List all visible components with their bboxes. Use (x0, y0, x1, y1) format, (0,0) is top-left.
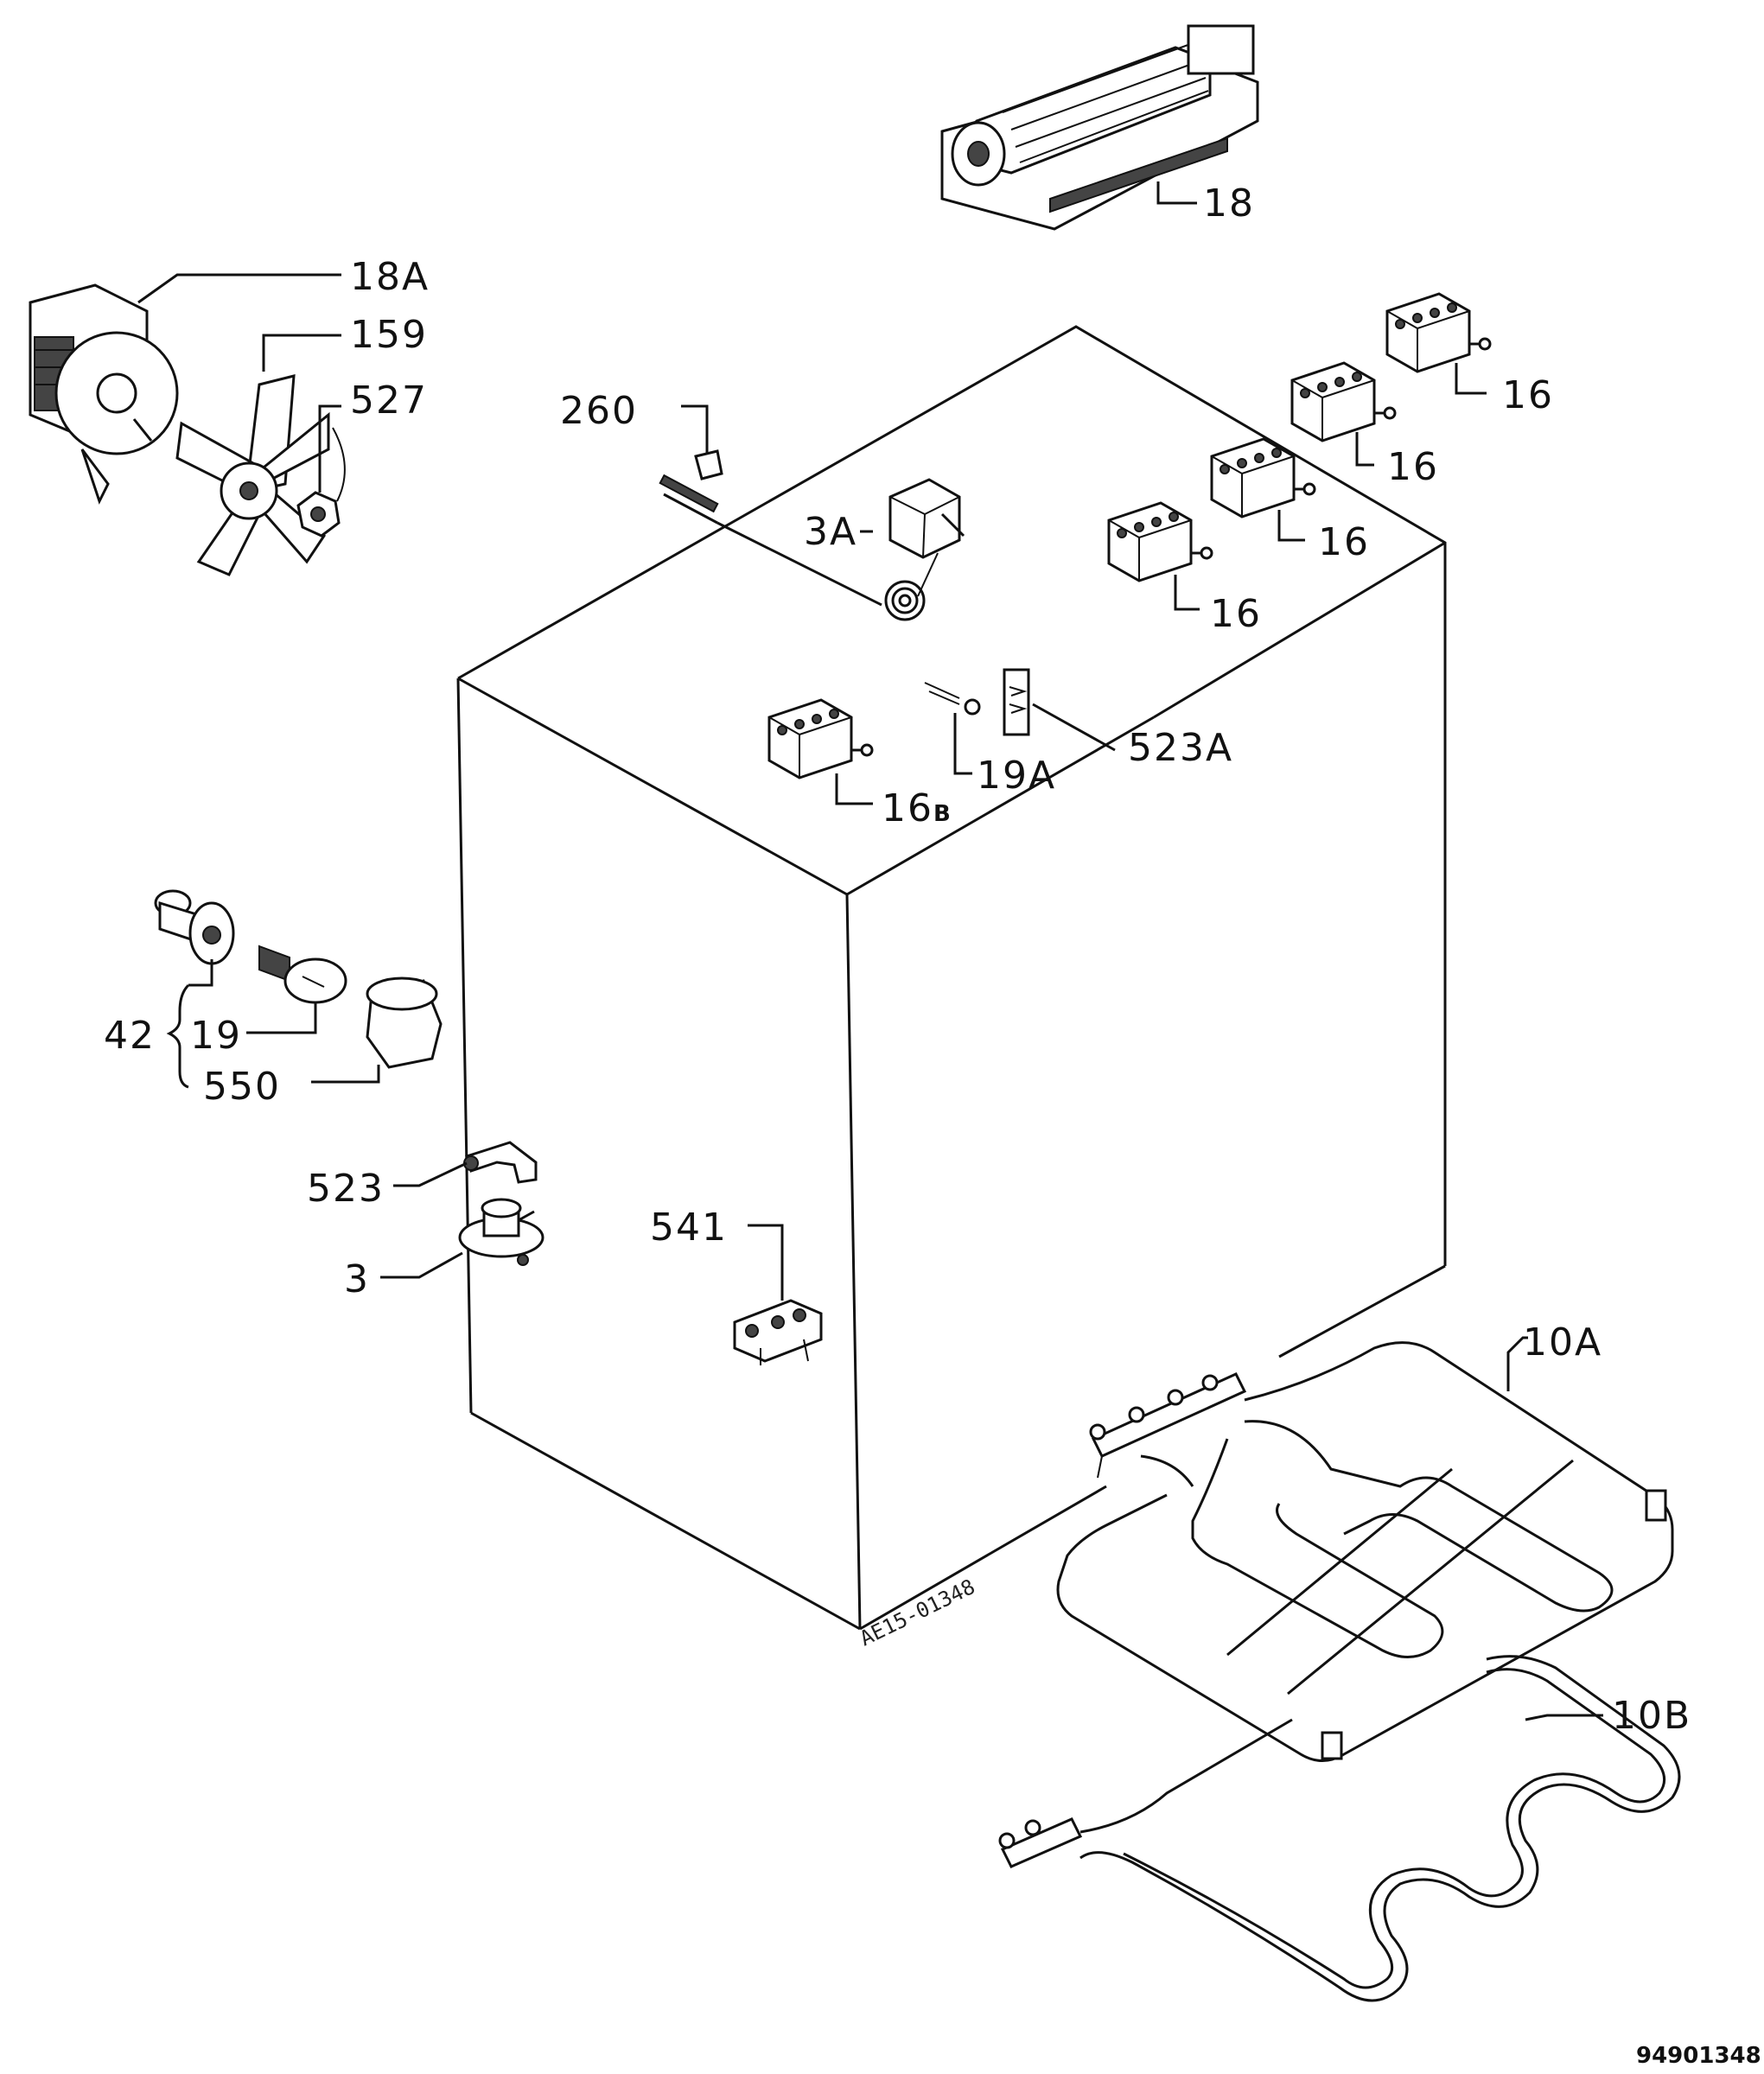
leader-527 (318, 404, 341, 493)
thermostat-part-3a (659, 474, 965, 621)
label-16-2: 16 (1387, 445, 1439, 489)
nut-part-527 (296, 427, 346, 538)
clip-part-523 (463, 1141, 538, 1184)
label-16-4: 16 (1210, 592, 1262, 636)
fan-motor-part-18a (29, 283, 179, 505)
leader-10a (1506, 1336, 1528, 1391)
switch-part-16-4 (1107, 501, 1213, 582)
label-16-3: 16 (1318, 520, 1370, 564)
leader-18 (1156, 181, 1197, 205)
leader-16-2 (1355, 432, 1374, 467)
leader-260 (681, 404, 709, 449)
leader-541 (748, 1224, 784, 1301)
lamp-part-19a (924, 682, 981, 716)
label-10a: 10A (1523, 1320, 1602, 1365)
label-10b: 10B (1612, 1694, 1691, 1738)
label-159: 159 (350, 313, 428, 357)
fan-blade-part-159 (175, 374, 330, 576)
leader-18a (137, 273, 341, 304)
figure-number: 94901348 (1636, 2043, 1761, 2069)
tangential-fan-part-18 (940, 24, 1259, 231)
label-3a: 3A (804, 510, 857, 554)
leader-16-4 (1174, 575, 1200, 611)
label-527: 527 (350, 379, 428, 423)
leader-42-holder (188, 959, 213, 987)
terminal-block-part-541 (733, 1299, 823, 1365)
switch-part-16b (767, 698, 874, 779)
clip-plate-part-523a (1003, 668, 1030, 736)
switch-part-16-2 (1290, 361, 1397, 442)
lower-element-part-10b (998, 1655, 1681, 2002)
lamp-holder-part-42 (154, 889, 235, 965)
label-523: 523 (307, 1167, 385, 1211)
lamp-cover-part-550 (366, 977, 443, 1069)
leader-16b (835, 773, 873, 805)
label-19: 19 (190, 1014, 242, 1058)
leader-16-3 (1277, 510, 1305, 542)
grill-element-part-10a (1056, 1341, 1674, 1762)
leader-10b (1525, 1714, 1603, 1721)
label-18: 18 (1203, 181, 1255, 226)
leader-550 (311, 1065, 380, 1084)
label-19a: 19A (977, 754, 1056, 798)
drawing-code: AE15-01348 (856, 1575, 978, 1651)
leader-159 (262, 334, 341, 372)
label-523a: 523A (1128, 726, 1233, 770)
switch-part-16-3 (1210, 437, 1316, 518)
oven-cabinet (456, 325, 1447, 1631)
brace-42 (166, 983, 190, 1089)
leader-19 (246, 1002, 317, 1034)
label-541: 541 (650, 1206, 728, 1250)
label-550: 550 (203, 1065, 281, 1109)
leader-19a (953, 713, 972, 775)
label-16b: 16B (882, 786, 952, 830)
thermostat-part-3 (458, 1198, 544, 1266)
label-16-1: 16 (1502, 373, 1554, 417)
leader-3 (380, 1251, 463, 1279)
leader-16-1 (1455, 363, 1487, 395)
label-260: 260 (560, 389, 638, 433)
lamp-bulb-part-19 (258, 945, 347, 1004)
clip-part-260 (694, 415, 723, 480)
switch-part-16-1 (1385, 292, 1492, 373)
label-3: 3 (344, 1257, 370, 1301)
leader-523 (393, 1161, 468, 1187)
label-42: 42 (104, 1014, 156, 1058)
label-18a: 18A (350, 255, 430, 299)
leader-523a (1032, 703, 1116, 752)
